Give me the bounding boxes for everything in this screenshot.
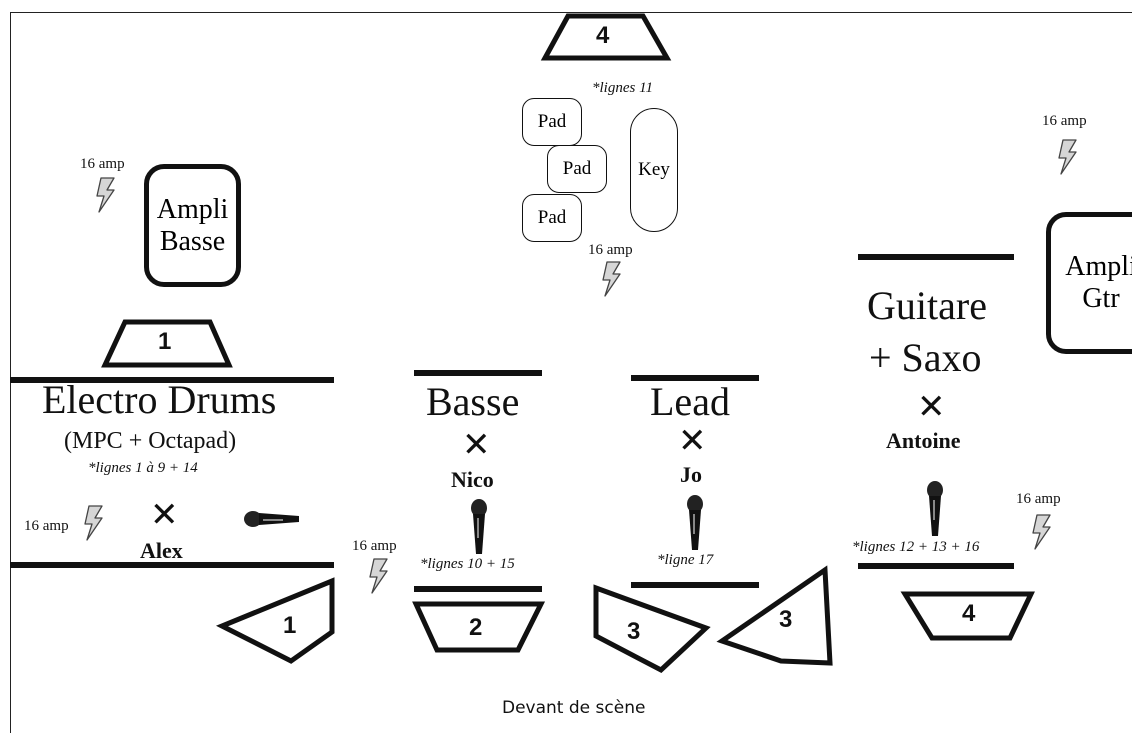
stage-frame <box>10 12 1132 733</box>
drums-title: Electro Drums <box>42 377 277 422</box>
power-label-keys: 16 amp <box>588 242 633 258</box>
keys-lines-note: *lignes 11 <box>592 80 653 96</box>
pad-1-label: Pad <box>537 111 567 132</box>
power-label-drums: 16 amp <box>24 518 69 534</box>
power-bolt-icon-keys <box>602 261 621 297</box>
ampli-basse-label-1: Ampli <box>156 193 229 225</box>
power-bolt-icon-center <box>369 558 388 594</box>
drums-player-name: Alex <box>140 538 183 563</box>
power-bolt-icon-guitare <box>1032 514 1051 550</box>
basse-player-position-icon: ✕ <box>462 425 491 465</box>
lead-player-position-icon: ✕ <box>678 421 707 461</box>
drums-subtitle: (MPC + Octapad) <box>64 428 237 454</box>
monitor-1-bottom <box>215 577 335 664</box>
mic-basse-icon <box>471 499 487 554</box>
drums-player-position-icon: ✕ <box>150 495 179 535</box>
monitor-2-label: 2 <box>469 614 483 641</box>
monitor-1-top <box>101 319 233 368</box>
ampli-basse: Ampli Basse <box>144 164 241 287</box>
keyboard-label: Key <box>638 159 670 180</box>
power-bolt-icon-ampli-basse <box>96 177 115 213</box>
monitor-1-top-label: 1 <box>158 328 172 355</box>
power-bolt-icon-drums <box>84 505 103 541</box>
basse-player-name: Nico <box>451 467 494 492</box>
lead-title: Lead <box>650 379 730 424</box>
power-label-center: 16 amp <box>352 538 397 554</box>
lead-lines-note: *ligne 17 <box>657 552 714 568</box>
mic-guitare-icon <box>927 481 943 536</box>
ampli-basse-label-2: Basse <box>159 225 226 257</box>
pad-1: Pad <box>522 98 582 146</box>
stage-front-label: Devant de scène <box>502 698 646 718</box>
power-label-ampli-basse: 16 amp <box>80 156 125 172</box>
ampli-gtr-label-2: Gtr <box>1082 283 1120 314</box>
power-label-right-top: 16 amp <box>1042 113 1087 129</box>
pad-2-label: Pad <box>562 158 592 179</box>
pad-3: Pad <box>522 194 582 242</box>
monitor-3-right-label: 3 <box>779 606 793 633</box>
monitor-3-left <box>593 584 711 674</box>
guitare-title-line-1: Guitare <box>867 283 987 328</box>
stage-graphics <box>10 13 1077 674</box>
mic-lead-icon <box>687 495 703 550</box>
guitare-lines-note: *lignes 12 + 13 + 16 <box>852 539 980 555</box>
monitor-2 <box>412 601 546 653</box>
pad-3-label: Pad <box>537 207 567 228</box>
drums-lines-note: *lignes 1 à 9 + 14 <box>88 460 198 476</box>
monitor-3-right <box>716 565 833 666</box>
power-label-guitare: 16 amp <box>1016 491 1061 507</box>
mic-drums-icon <box>244 511 299 527</box>
stage-plot: 4 1 1 2 3 3 4 *lignes 11 Pad Pad Pad Key… <box>10 12 1132 733</box>
ampli-gtr: Ampli Gtr <box>1046 212 1132 354</box>
lead-player-name: Jo <box>680 462 702 487</box>
monitor-4-bottom <box>900 591 1035 641</box>
basse-lines-note: *lignes 10 + 15 <box>420 556 515 572</box>
basse-title: Basse <box>426 379 520 424</box>
monitor-3-left-label: 3 <box>627 618 641 645</box>
monitor-4-top <box>540 13 672 61</box>
power-bolt-icon-right-top <box>1058 139 1077 175</box>
pad-2: Pad <box>547 145 607 193</box>
monitor-4-top-label: 4 <box>596 22 610 49</box>
guitare-title-line-2: + Saxo <box>869 335 982 380</box>
ampli-gtr-label-1: Ampli <box>1065 251 1132 282</box>
keyboard: Key <box>630 108 678 232</box>
guitare-player-position-icon: ✕ <box>917 387 946 427</box>
monitor-1-bottom-label: 1 <box>283 612 297 639</box>
monitor-4-bottom-label: 4 <box>962 600 976 627</box>
guitare-player-name: Antoine <box>886 428 961 453</box>
